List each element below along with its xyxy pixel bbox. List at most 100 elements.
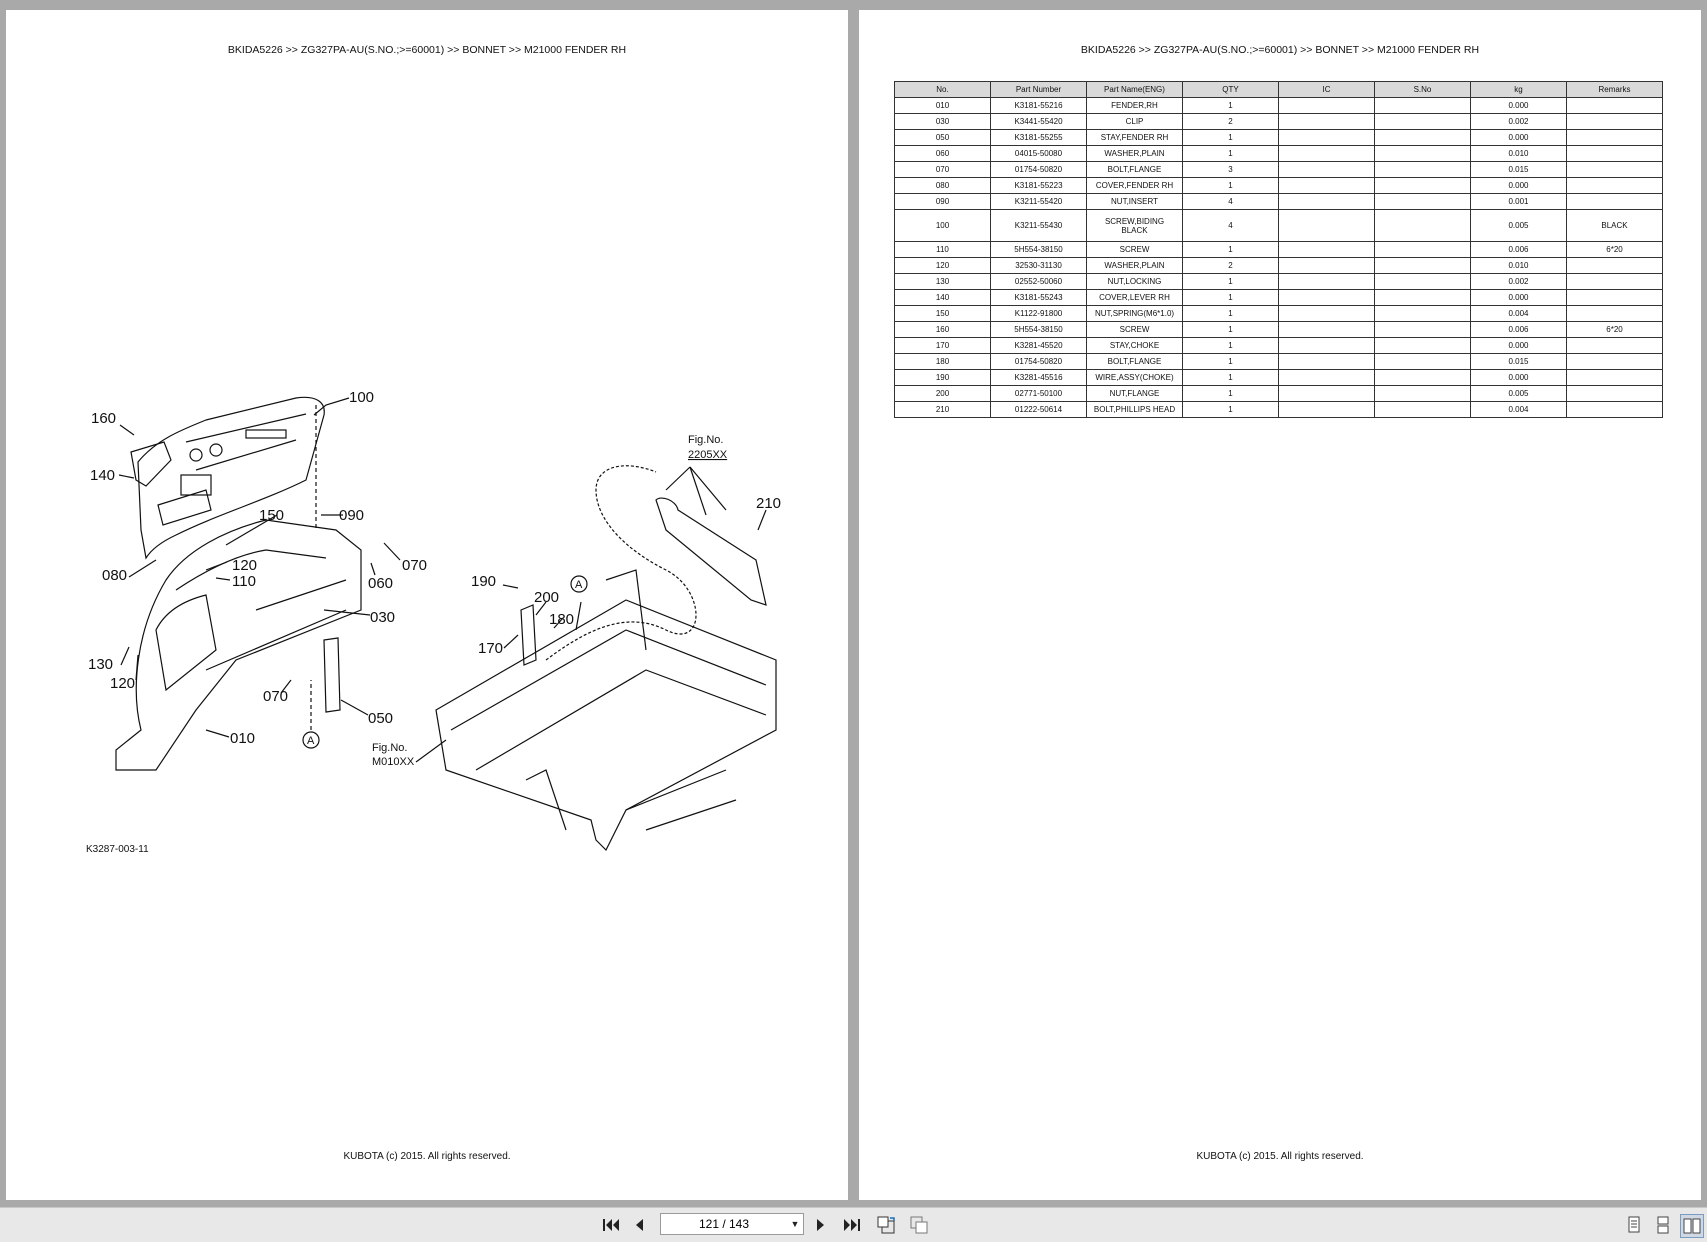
fig-ref-2205xx: 2205XX [688,449,728,461]
table-cell: 140 [894,289,991,306]
table-cell: 1 [1182,289,1279,306]
table-cell: 0.010 [1470,145,1567,162]
table-cell [1374,337,1471,354]
table-cell [1566,289,1663,306]
two-page-view-icon[interactable] [1680,1214,1704,1238]
table-cell [1374,401,1471,418]
callout-210: 210 [756,495,781,512]
table-cell: 1 [1182,241,1279,258]
table-cell: 0.015 [1470,161,1567,178]
table-cell [1566,177,1663,194]
table-cell [1278,305,1375,322]
table-cell [1566,337,1663,354]
rotate-page-icon[interactable] [875,1214,897,1236]
callout-010: 010 [230,730,255,747]
column-header: No. [894,81,991,98]
table-cell: K3181-55223 [990,177,1087,194]
callout-120-lower: 120 [110,675,135,692]
last-page-icon[interactable] [841,1214,863,1236]
table-cell [1278,113,1375,130]
table-cell [1566,145,1663,162]
table-cell: BOLT,PHILLIPS HEAD [1086,401,1183,418]
table-cell: 0.005 [1470,385,1567,402]
table-cell: 0.002 [1470,113,1567,130]
marker-a-bottom: A [307,735,315,747]
table-cell: 0.015 [1470,353,1567,370]
table-cell [1566,113,1663,130]
fig-ref-m010xx: M010XX [372,756,415,768]
table-cell: BOLT,FLANGE [1086,161,1183,178]
table-cell: 0.010 [1470,257,1567,274]
chevron-down-icon[interactable]: ▼ [790,1219,800,1229]
page-number-field[interactable]: 121 / 143 ▼ [660,1213,804,1235]
table-cell [1374,161,1471,178]
fig-label-2205: Fig.No. [688,434,723,446]
table-cell: SCREW,BIDING BLACK [1086,209,1183,242]
table-cell [1566,193,1663,210]
table-cell: WASHER,PLAIN [1086,257,1183,274]
table-cell [1374,385,1471,402]
table-cell: 1 [1182,273,1279,290]
table-cell: 170 [894,337,991,354]
right-page: BKIDA5226 >> ZG327PA-AU(S.NO.;>=60001) >… [859,10,1701,1200]
table-cell [1278,145,1375,162]
table-cell: 6*20 [1566,241,1663,258]
column-header: QTY [1182,81,1279,98]
table-cell: 1 [1182,401,1279,418]
table-cell: 0.000 [1470,129,1567,146]
table-cell: 030 [894,113,991,130]
table-cell: 01222-50614 [990,401,1087,418]
table-cell [1566,273,1663,290]
left-page: BKIDA5226 >> ZG327PA-AU(S.NO.;>=60001) >… [6,10,848,1200]
callout-130: 130 [88,656,113,673]
table-cell: COVER,FENDER RH [1086,177,1183,194]
table-cell [1278,385,1375,402]
table-cell: 1 [1182,305,1279,322]
breadcrumb: BKIDA5226 >> ZG327PA-AU(S.NO.;>=60001) >… [1080,44,1480,56]
table-cell [1566,257,1663,274]
previous-page-icon[interactable] [628,1214,650,1236]
table-cell [1374,177,1471,194]
table-cell: 0.004 [1470,305,1567,322]
marker-a-top: A [575,579,583,591]
table-cell: BOLT,FLANGE [1086,353,1183,370]
table-cell: 120 [894,257,991,274]
single-page-view-icon[interactable] [1623,1214,1645,1236]
next-page-icon[interactable] [810,1214,832,1236]
table-cell: 050 [894,129,991,146]
first-page-icon[interactable] [600,1214,622,1236]
continuous-view-icon[interactable] [1652,1214,1674,1236]
table-cell: NUT,LOCKING [1086,273,1183,290]
table-cell: K1122-91800 [990,305,1087,322]
table-cell: FENDER,RH [1086,97,1183,114]
table-cell: NUT,SPRING(M6*1.0) [1086,305,1183,322]
table-cell: SCREW [1086,321,1183,338]
table-cell: 0.000 [1470,97,1567,114]
table-cell [1278,241,1375,258]
table-cell [1278,369,1375,386]
copy-page-icon[interactable] [908,1214,930,1236]
table-cell [1278,161,1375,178]
table-cell: 080 [894,177,991,194]
column-header: Part Name(ENG) [1086,81,1183,98]
table-cell: 6*20 [1566,321,1663,338]
table-cell: 090 [894,193,991,210]
table-cell: 5H554-38150 [990,241,1087,258]
table-cell: 1 [1182,337,1279,354]
table-cell: 060 [894,145,991,162]
table-cell: 0.006 [1470,321,1567,338]
table-cell: K3211-55430 [990,209,1087,242]
column-header: IC [1278,81,1375,98]
table-cell: 0.000 [1470,177,1567,194]
column-header: S.No [1374,81,1471,98]
callout-160: 160 [91,410,116,427]
table-cell: 4 [1182,193,1279,210]
table-cell [1278,337,1375,354]
table-header-row: No. Part Number Part Name(ENG) QTY IC S.… [894,81,1663,98]
